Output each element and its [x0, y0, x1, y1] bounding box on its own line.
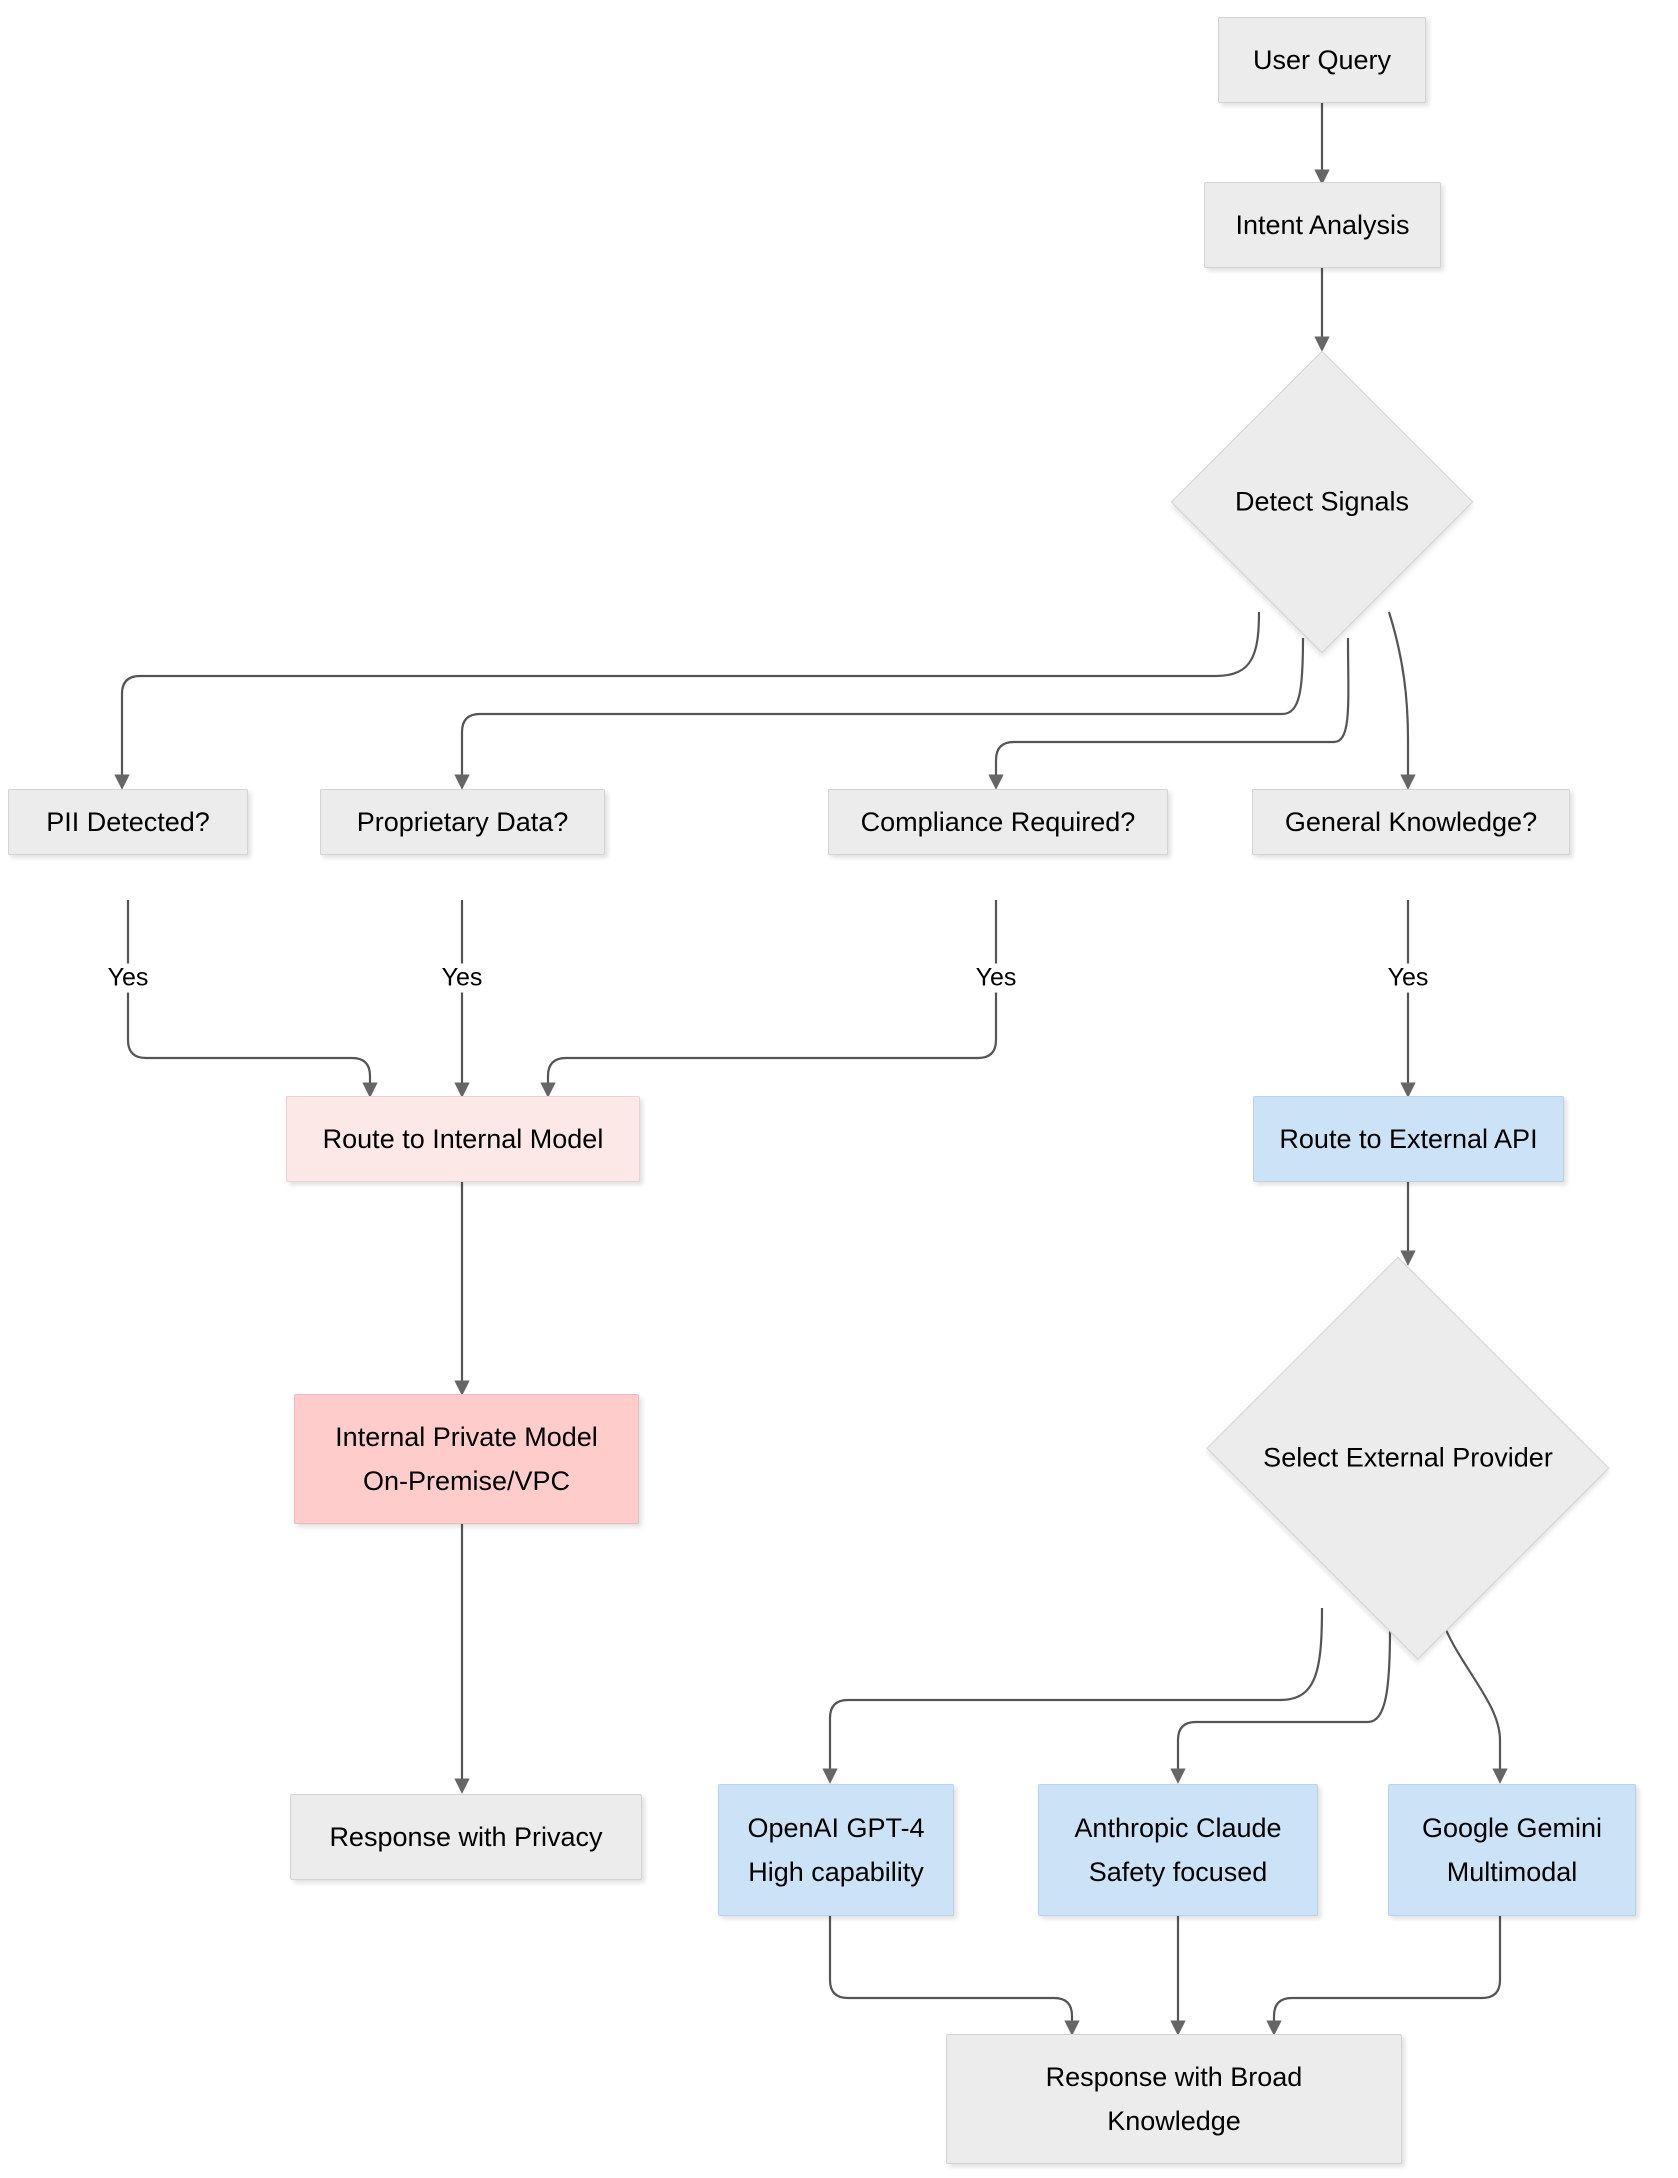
- node-route-to-internal-model[interactable]: Route to Internal Model: [286, 1096, 640, 1182]
- node-internal-private-model-label2: On-Premise/VPC: [362, 1466, 571, 1496]
- node-select-external-provider[interactable]: Select External Provider: [1198, 1256, 1618, 1660]
- node-openai-gpt4-label2: High capability: [748, 1857, 924, 1887]
- node-proprietary-data[interactable]: Proprietary Data?: [320, 789, 605, 855]
- node-intent-analysis-label: Intent Analysis: [1235, 210, 1410, 240]
- node-google-gemini-label2: Multimodal: [1446, 1857, 1578, 1887]
- node-detect-signals[interactable]: Detect Signals: [1170, 350, 1474, 654]
- edge-pii-to-route-internal: [126, 900, 378, 1098]
- node-anthropic-claude-label2: Safety focused: [1088, 1857, 1268, 1887]
- node-response-with-privacy[interactable]: Response with Privacy: [290, 1794, 642, 1880]
- node-openai-gpt4-label: OpenAI GPT-4: [747, 1813, 925, 1843]
- node-response-with-broad-knowledge-label: Response with Broad: [1045, 2062, 1303, 2092]
- edge-compliance-to-route-internal: [540, 900, 998, 1098]
- edge-select-provider-to-anthropic: [1170, 1629, 1392, 1784]
- node-proprietary-data-label: Proprietary Data?: [356, 807, 569, 837]
- node-pii-detected[interactable]: PII Detected?: [8, 789, 248, 855]
- node-user-query[interactable]: User Query: [1218, 17, 1426, 103]
- node-response-with-broad-knowledge-label2: Knowledge: [1107, 2106, 1241, 2136]
- node-compliance-required[interactable]: Compliance Required?: [828, 789, 1168, 855]
- node-pii-detected-label: PII Detected?: [46, 807, 210, 837]
- node-google-gemini-label: Google Gemini: [1421, 1813, 1603, 1843]
- node-user-query-label: User Query: [1252, 45, 1392, 75]
- node-internal-private-model-label: Internal Private Model: [335, 1422, 598, 1452]
- node-internal-private-model[interactable]: Internal Private Model On-Premise/VPC: [294, 1394, 639, 1524]
- edge-detect-to-proprietary: [454, 637, 1305, 790]
- node-general-knowledge[interactable]: General Knowledge?: [1252, 789, 1570, 855]
- edge-label-proprietary-yes: Yes: [436, 963, 488, 993]
- edge-label-pii-yes: Yes: [102, 963, 154, 993]
- edge-label-general-yes: Yes: [1382, 963, 1434, 993]
- node-anthropic-claude[interactable]: Anthropic Claude Safety focused: [1038, 1784, 1318, 1916]
- node-route-to-external-api[interactable]: Route to External API: [1253, 1096, 1564, 1182]
- node-openai-gpt4[interactable]: OpenAI GPT-4 High capability: [718, 1784, 954, 1916]
- node-compliance-required-label: Compliance Required?: [860, 807, 1136, 837]
- node-response-with-privacy-label: Response with Privacy: [329, 1822, 603, 1852]
- edge-detect-to-pii: [114, 611, 1261, 790]
- node-google-gemini[interactable]: Google Gemini Multimodal: [1388, 1784, 1636, 1916]
- edge-detect-to-compliance: [988, 637, 1350, 790]
- node-detect-signals-label: Detect Signals: [1234, 486, 1410, 517]
- node-response-with-broad-knowledge[interactable]: Response with Broad Knowledge: [946, 2034, 1402, 2164]
- node-select-external-provider-label: Select External Provider: [1263, 1442, 1553, 1473]
- node-route-to-internal-model-label: Route to Internal Model: [322, 1124, 604, 1154]
- edge-label-compliance-yes: Yes: [970, 963, 1022, 993]
- node-route-to-external-api-label: Route to External API: [1279, 1124, 1538, 1154]
- node-anthropic-claude-label: Anthropic Claude: [1074, 1813, 1282, 1843]
- edge-google-to-resp-broad: [1266, 1916, 1502, 2036]
- node-intent-analysis[interactable]: Intent Analysis: [1204, 182, 1441, 268]
- node-general-knowledge-label: General Knowledge?: [1284, 807, 1538, 837]
- edge-openai-to-resp-broad: [828, 1916, 1080, 2036]
